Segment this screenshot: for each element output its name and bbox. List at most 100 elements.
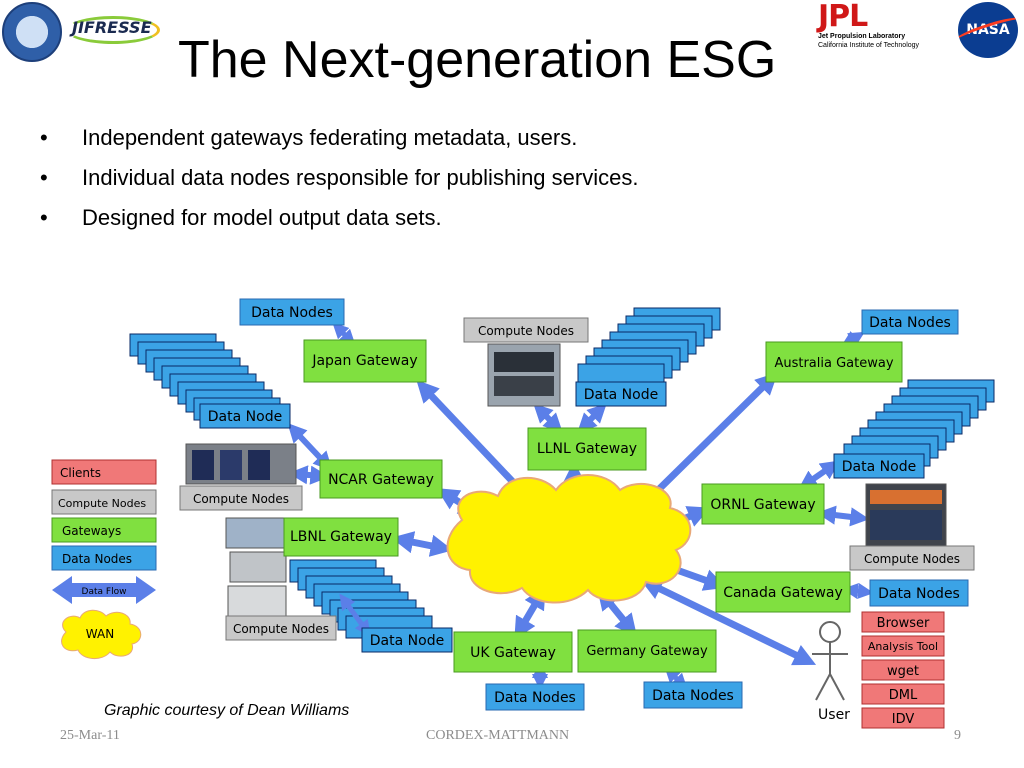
arrow-ornl-compute [816, 505, 870, 527]
legend-clients-label: Clients [60, 466, 101, 480]
compute-photos [185, 343, 947, 619]
legend: Clients Compute Nodes Gateways Data Node… [51, 459, 157, 659]
compute-nodes-lbnl-label: Compute Nodes [233, 622, 329, 636]
compute-rack-icon [248, 450, 270, 480]
arrow-japan-datanodes [332, 322, 356, 346]
llnl-gateway-box [527, 427, 647, 471]
datanode-ornl-box [833, 453, 925, 479]
germany-gateway-label: Germany Gateway [586, 644, 708, 659]
compute-nodes-ncar-label: Compute Nodes [193, 492, 289, 506]
jpl-logo-text: JPL [818, 0, 868, 34]
jpl-logo-line2: California Institute of Technology [818, 42, 920, 49]
ornl-gateway-box [701, 483, 825, 525]
legend-wan-label: WAN [86, 627, 114, 641]
compute-rack-icon [870, 510, 942, 540]
arrow-ncar-compute [288, 465, 330, 485]
legend-compute-label: Compute Nodes [58, 497, 146, 510]
llnl-gateway-label: LLNL Gateway [537, 441, 637, 457]
bullet-text: Independent gateways federating metadata… [82, 125, 578, 150]
user-icon [812, 621, 848, 701]
footer-date: 25-Mar-11 [60, 728, 120, 743]
canada-gateway-box [715, 571, 851, 613]
arrow-llnl-datanode [577, 403, 607, 433]
datanode-ornl-label: Data Node [842, 459, 916, 475]
data-flow-arrows [287, 322, 874, 691]
germany-gateway-box [577, 629, 717, 673]
compute-nodes-ornl-box [849, 545, 975, 571]
compute-photo-lbnl-1 [225, 517, 285, 549]
datanode-ncar-label: Data Node [208, 409, 282, 425]
jpl-logo: JPL Jet Propulsion Laboratory California… [818, 2, 938, 56]
university-seal-logo [2, 2, 62, 62]
datanode-llnl-box [575, 381, 667, 407]
arrow-canada-datanodes [842, 583, 874, 599]
server-stack-llnl [577, 307, 721, 387]
datanodes-uk-label: Data Nodes [494, 690, 576, 706]
datanodes-canada-box [869, 579, 969, 607]
australia-gateway-label: Australia Gateway [774, 356, 893, 371]
diagram-boxes: Data Nodes Japan Gateway Data Node Compu… [51, 298, 975, 729]
wan-cloud [446, 474, 692, 604]
compute-nodes-ncar-box [179, 485, 303, 511]
client-label: wget [887, 664, 919, 679]
japan-gateway-label: Japan Gateway [311, 353, 417, 369]
client-label: Analysis Tool [868, 640, 938, 653]
uk-gateway-box [453, 631, 573, 673]
bullet-dot-icon: • [40, 165, 48, 190]
jpl-logo-line1: Jet Propulsion Laboratory [818, 33, 906, 40]
bullet-text: Designed for model output data sets. [82, 205, 442, 230]
jifresse-logo-text: JIFRESSE [72, 18, 152, 37]
ncar-gateway-box [319, 459, 443, 499]
compute-nodes-llnl-box [463, 317, 589, 343]
datanodes-australia-label: Data Nodes [869, 315, 951, 331]
bullet-list: • Independent gateways federating metadat… [40, 118, 638, 238]
arrow-germany-wan [596, 587, 638, 637]
arrow-lbnl-wan [391, 531, 453, 557]
datanodes-japan-label: Data Nodes [251, 305, 333, 321]
lbnl-gateway-box [283, 517, 399, 557]
compute-rack-icon [220, 450, 242, 480]
bullet-item: •Designed for model output data sets. [40, 198, 638, 238]
uk-gateway-label: UK Gateway [470, 645, 556, 661]
legend-dataflow-label: Data Flow [82, 587, 127, 597]
datanodes-germany-box [643, 681, 743, 709]
compute-rack-icon [494, 376, 554, 396]
slide-title: The Next-generation ESG [178, 31, 777, 89]
compute-rack-icon [870, 490, 942, 504]
datanode-lbnl-label: Data Node [370, 633, 444, 649]
legend-wan-cloud-icon [61, 609, 142, 659]
footer-page-number: 9 [954, 728, 961, 743]
arrow-australia-wan [640, 372, 778, 508]
arrow-uk-wan [514, 586, 546, 640]
client-label: DML [889, 688, 918, 703]
footer-center-text: CORDEX-MATTMANN [426, 728, 570, 743]
arrow-australia-datanodes [841, 331, 865, 347]
compute-rack-icon [192, 450, 214, 480]
datanode-lbnl-box [361, 627, 453, 653]
compute-photo-lbnl-3 [227, 585, 287, 619]
ncar-gateway-label: NCAR Gateway [328, 472, 434, 488]
legend-gateways-label: Gateways [62, 524, 121, 538]
compute-nodes-llnl-label: Compute Nodes [478, 324, 574, 338]
legend-gateways-box [51, 517, 157, 543]
datanodes-germany-label: Data Nodes [652, 688, 734, 704]
jifresse-logo: JIFRESSE [66, 10, 160, 44]
datanodes-uk-box [485, 683, 585, 711]
datanodes-canada-label: Data Nodes [878, 586, 960, 602]
ornl-gateway-label: ORNL Gateway [710, 497, 815, 513]
canada-gateway-label: Canada Gateway [723, 585, 843, 601]
lbnl-gateway-label: LBNL Gateway [290, 529, 392, 545]
datanode-ncar-box [199, 403, 291, 429]
legend-datanodes-label: Data Nodes [62, 552, 132, 566]
arrow-ornl-datanode [798, 460, 840, 490]
legend-clients-box [51, 459, 157, 485]
graphic-caption: Graphic courtesy of Dean Williams [104, 702, 350, 719]
nasa-logo: NASA [958, 2, 1018, 58]
legend-datanodes-box [51, 545, 157, 571]
jifresse-swoosh-icon [66, 16, 160, 44]
arrow-lbnl-datanode [339, 593, 371, 637]
japan-gateway-box [303, 339, 427, 383]
legend-compute-box [51, 489, 157, 515]
client-box [861, 659, 945, 681]
client-box [861, 683, 945, 705]
